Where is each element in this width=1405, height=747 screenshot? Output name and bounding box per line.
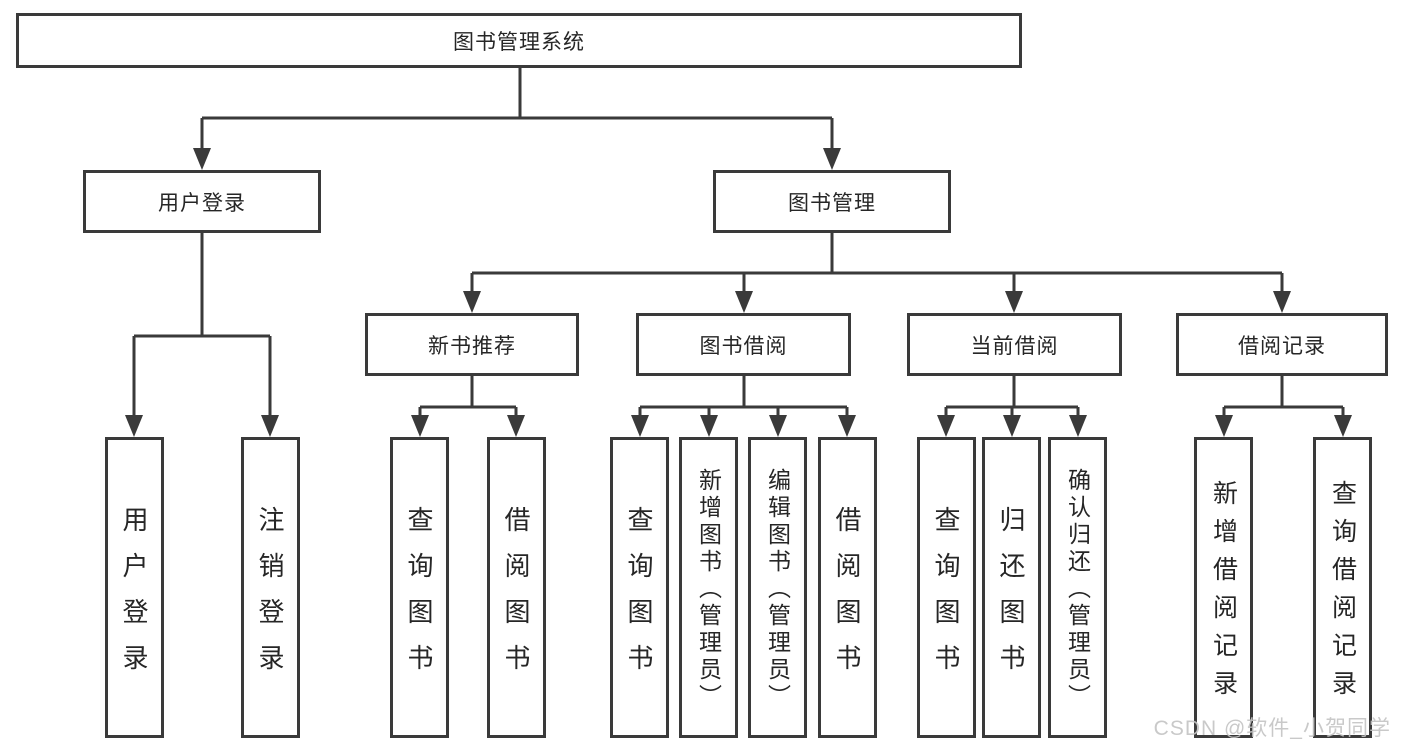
leaf-add-borrow-record-label: 新增借阅记录: [1209, 480, 1238, 708]
leaf-return-book: 归还图书: [982, 437, 1041, 738]
node-user-login-label: 用户登录: [158, 191, 246, 215]
connector-root-to-level2: [193, 68, 841, 170]
watermark: CSDN @软件_小贺同学: [1153, 717, 1391, 740]
connector-new-book-recommend-to-leaves: [411, 376, 525, 437]
leaf-confirm-return-admin-label: 确认归还（管理员）: [1064, 468, 1091, 711]
leaf-logout-label: 注销登录: [255, 505, 285, 690]
leaf-edit-book-admin: 编辑图书（管理员）: [748, 437, 807, 738]
leaf-query-book-3: 查询图书: [917, 437, 976, 738]
leaf-query-book-2: 查询图书: [610, 437, 669, 738]
leaf-query-book-1: 查询图书: [390, 437, 449, 738]
connector-borrow-record-to-leaves: [1215, 376, 1352, 437]
leaf-confirm-return-admin: 确认归还（管理员）: [1048, 437, 1107, 738]
leaf-query-book-1-label: 查询图书: [404, 505, 434, 690]
leaf-return-book-label: 归还图书: [996, 505, 1026, 690]
node-root-label: 图书管理系统: [453, 30, 585, 54]
connector-user-login-to-leaves: [125, 233, 279, 437]
leaf-user-login-label: 用户登录: [119, 505, 149, 690]
leaf-add-borrow-record: 新增借阅记录: [1194, 437, 1253, 738]
node-current-borrow-label: 当前借阅: [970, 334, 1059, 358]
leaf-edit-book-admin-label: 编辑图书（管理员）: [764, 468, 791, 711]
node-new-book-recommend: 新书推荐: [365, 313, 579, 376]
leaf-borrow-book-1-label: 借阅图书: [501, 505, 531, 690]
node-book-management-label: 图书管理: [788, 191, 876, 215]
leaf-add-book-admin-label: 新增图书（管理员）: [695, 468, 722, 711]
leaf-query-book-3-label: 查询图书: [931, 505, 961, 690]
node-book-management: 图书管理: [713, 170, 951, 233]
node-current-borrow: 当前借阅: [907, 313, 1122, 376]
node-new-book-recommend-label: 新书推荐: [428, 334, 516, 358]
connector-book-borrow-to-leaves: [631, 376, 856, 437]
leaf-borrow-book-2: 借阅图书: [818, 437, 877, 738]
leaf-add-book-admin: 新增图书（管理员）: [679, 437, 738, 738]
node-book-borrow: 图书借阅: [636, 313, 851, 376]
leaf-query-book-2-label: 查询图书: [624, 505, 654, 690]
leaf-borrow-book-1: 借阅图书: [487, 437, 546, 738]
node-borrow-record: 借阅记录: [1176, 313, 1388, 376]
node-root: 图书管理系统: [16, 13, 1022, 68]
connector-current-borrow-to-leaves: [937, 376, 1087, 437]
leaf-borrow-book-2-label: 借阅图书: [832, 505, 862, 690]
node-book-borrow-label: 图书借阅: [699, 334, 788, 358]
connector-book-management-to-level3: [463, 233, 1291, 313]
node-user-login: 用户登录: [83, 170, 321, 233]
leaf-logout: 注销登录: [241, 437, 300, 738]
leaf-user-login: 用户登录: [105, 437, 164, 738]
node-borrow-record-label: 借阅记录: [1238, 334, 1326, 358]
leaf-query-borrow-record: 查询借阅记录: [1313, 437, 1372, 738]
leaf-query-borrow-record-label: 查询借阅记录: [1328, 480, 1357, 708]
